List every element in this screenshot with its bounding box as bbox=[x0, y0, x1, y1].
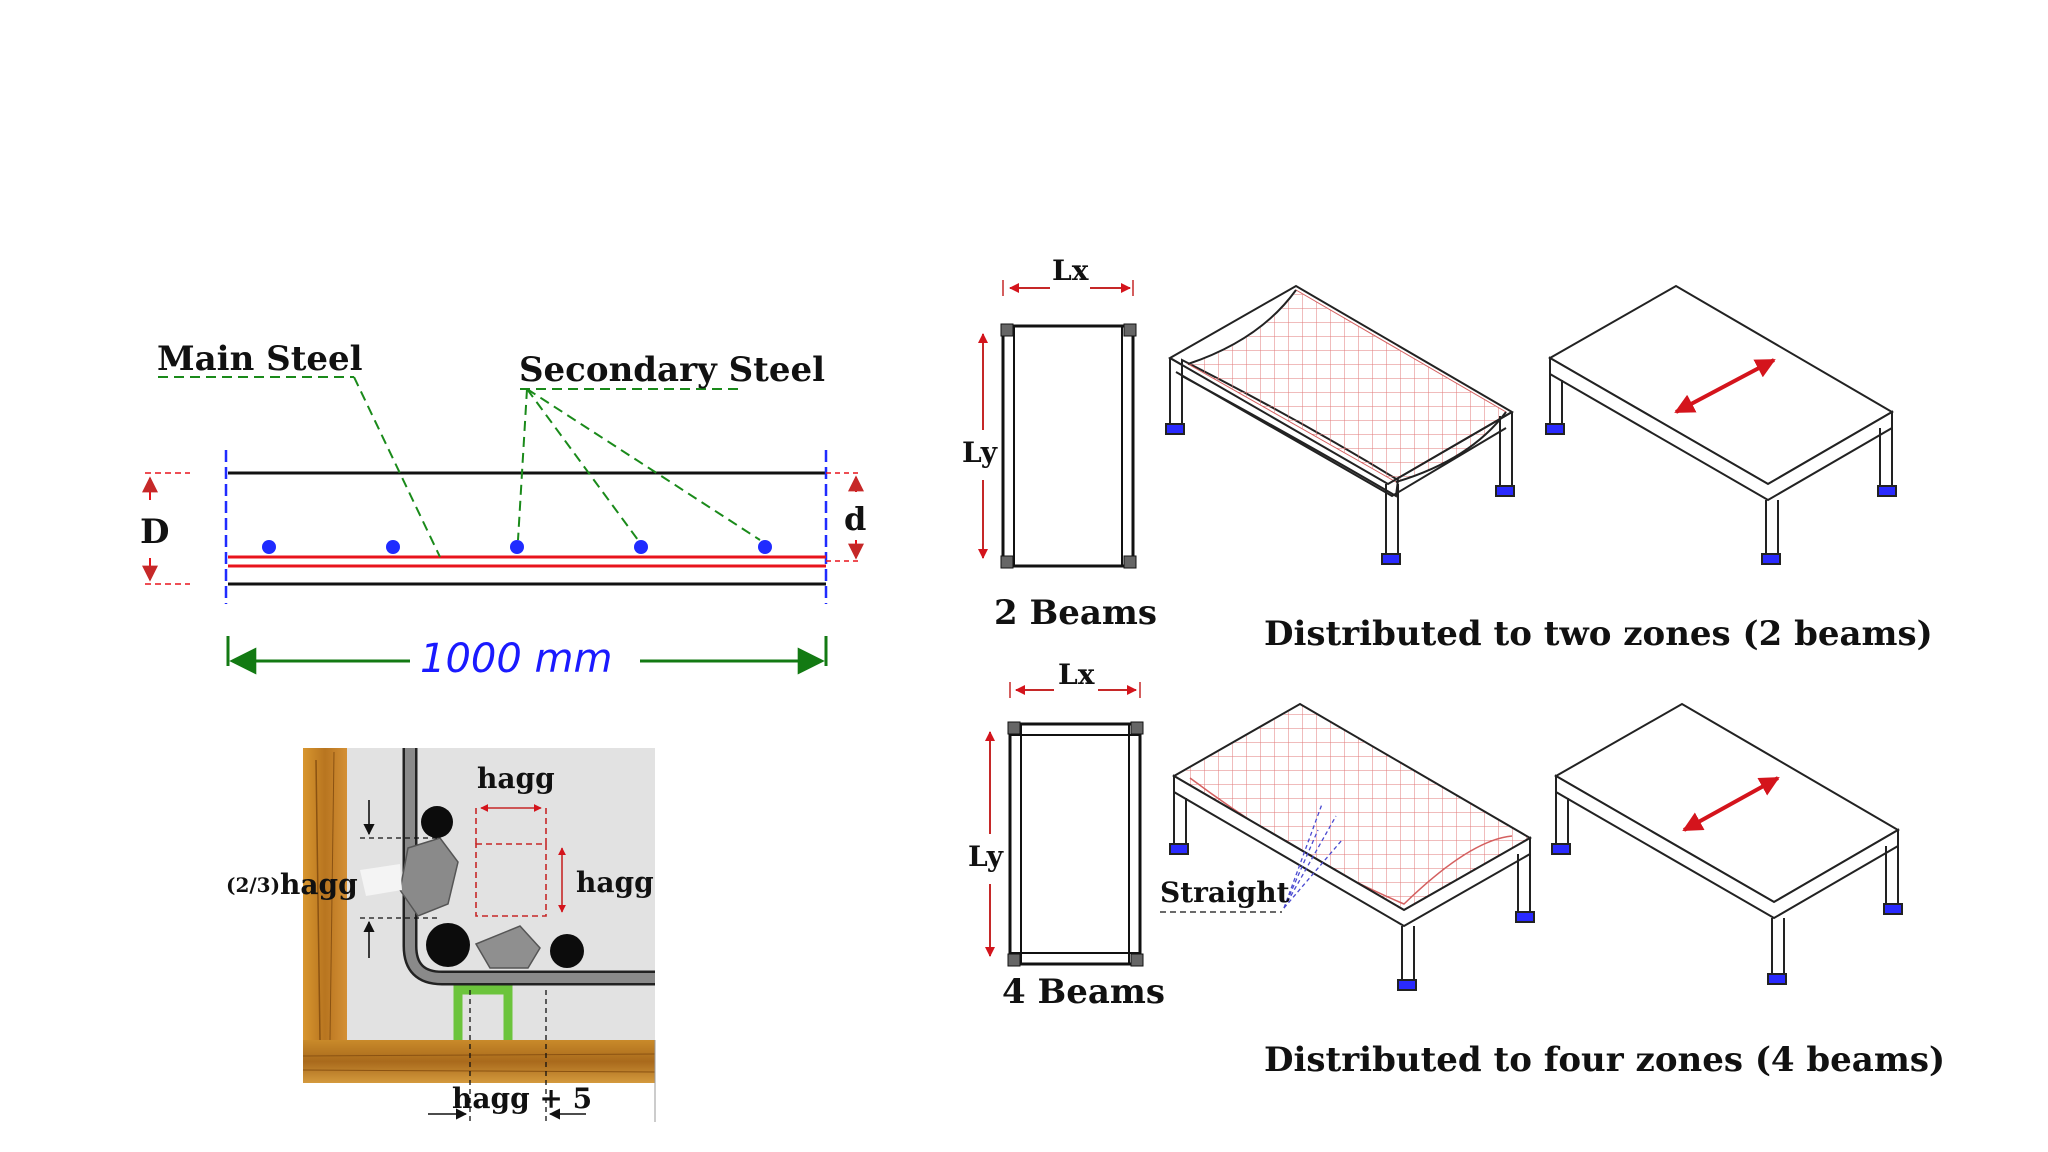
depth-effective-label: d bbox=[844, 500, 866, 538]
width-label: 1000 mm bbox=[420, 636, 612, 682]
slab-cross-section: Main Steel Secondary Steel D d 1000 mm bbox=[140, 339, 866, 682]
secondary-steel-bar bbox=[758, 540, 772, 554]
ly-label: Ly bbox=[962, 436, 998, 469]
secondary-steel-label: Secondary Steel bbox=[519, 350, 825, 390]
one-way-load-direction-model bbox=[1545, 284, 1897, 565]
two-zones-caption: Distributed to two zones (2 beams) bbox=[1264, 614, 1933, 654]
two-thirds-hagg-label: hagg bbox=[280, 868, 358, 901]
two-way-deflection-model bbox=[1160, 702, 1535, 991]
hagg-right-label: hagg bbox=[576, 866, 654, 899]
four-beam-row: Lx Ly 4 Beams S bbox=[968, 658, 1945, 1080]
two-beam-row: Lx Ly 2 Beams bbox=[962, 254, 1933, 654]
one-way-deflection-model bbox=[1165, 284, 1515, 565]
hagg-top-label: hagg bbox=[477, 762, 555, 795]
two-beams-caption: 2 Beams bbox=[994, 593, 1157, 633]
secondary-steel-bar bbox=[510, 540, 524, 554]
straight-label: Straight bbox=[1160, 876, 1290, 909]
cover-detail: hagg hagg (2/3) hagg hagg + 5 bbox=[226, 748, 656, 1122]
main-steel-label: Main Steel bbox=[157, 339, 363, 379]
secondary-steel-bar bbox=[262, 540, 276, 554]
two-thirds-prefix: (2/3) bbox=[226, 873, 280, 897]
secondary-steel-bar bbox=[386, 540, 400, 554]
secondary-steel-bar bbox=[634, 540, 648, 554]
two-way-load-direction-model bbox=[1551, 702, 1903, 985]
four-beams-caption: 4 Beams bbox=[1002, 972, 1165, 1012]
ly-label: Ly bbox=[968, 840, 1004, 873]
two-beam-plan: Lx Ly 2 Beams bbox=[962, 254, 1157, 633]
depth-total-label: D bbox=[140, 512, 169, 552]
four-beam-plan: Lx Ly 4 Beams bbox=[968, 658, 1165, 1012]
lx-label: Lx bbox=[1058, 658, 1095, 691]
hagg-plus-five-label: hagg + 5 bbox=[452, 1082, 592, 1115]
four-zones-caption: Distributed to four zones (4 beams) bbox=[1264, 1040, 1945, 1080]
lx-label: Lx bbox=[1052, 254, 1089, 287]
